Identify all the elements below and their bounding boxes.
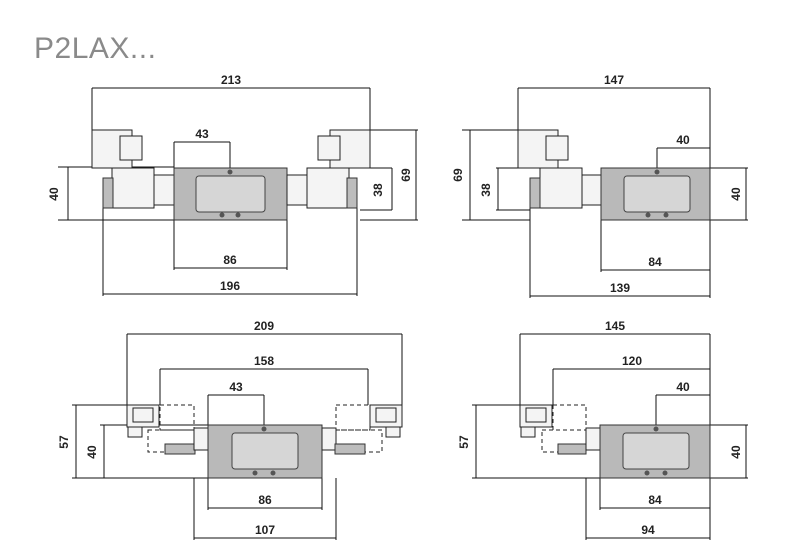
dim-94: 94: [641, 523, 655, 537]
dim-69: 69: [451, 168, 465, 182]
dim-40-top: 40: [676, 380, 690, 394]
dim-84: 84: [648, 493, 662, 507]
dim-40-top: 40: [676, 133, 690, 147]
dim-86: 86: [258, 493, 272, 507]
page-title: P2LAX...: [34, 32, 157, 65]
dim-40-right: 40: [729, 187, 743, 201]
dim-196: 196: [220, 279, 240, 293]
dim-86: 86: [223, 253, 237, 267]
dim-57: 57: [457, 435, 471, 449]
dim-158: 158: [254, 354, 274, 368]
dim-40-right: 40: [729, 445, 743, 459]
dim-43: 43: [229, 380, 243, 394]
dim-120: 120: [622, 354, 642, 368]
dim-43: 43: [195, 127, 209, 141]
dim-69: 69: [399, 168, 413, 182]
dim-38: 38: [479, 183, 493, 197]
dim-40-left: 40: [47, 187, 61, 201]
view-top-left: 213 43 40 38 69 86 196: [47, 73, 418, 296]
dim-147: 147: [604, 73, 624, 87]
dim-38: 38: [371, 183, 385, 197]
dim-213: 213: [221, 73, 241, 87]
dim-145: 145: [605, 319, 625, 333]
dim-209: 209: [254, 319, 274, 333]
dim-107: 107: [255, 523, 275, 537]
dim-84: 84: [648, 255, 662, 269]
dim-40: 40: [85, 445, 99, 459]
view-top-right: 147 40 69 38 40 84 139: [451, 73, 748, 298]
view-bottom-right: 145 120 40 57 40 84 94: [457, 319, 748, 540]
dim-57: 57: [57, 435, 71, 449]
dim-139: 139: [610, 281, 630, 295]
view-bottom-left: 209 158 43 57 40 86 107: [57, 319, 403, 540]
